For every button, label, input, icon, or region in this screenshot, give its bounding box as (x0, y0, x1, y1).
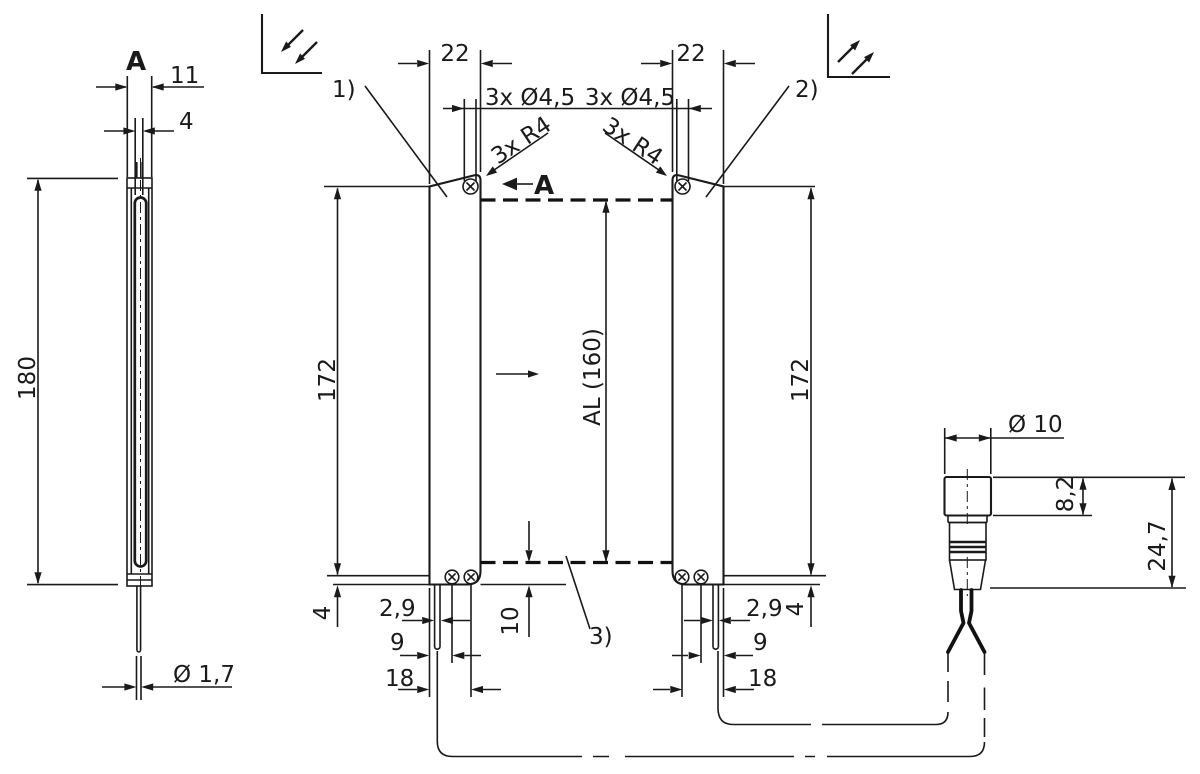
dim-cable-diameter-label: Ø 1,7 (173, 662, 235, 688)
dim-hole-near-label: 9 (753, 630, 768, 656)
dim-hole-far-label: 18 (748, 666, 777, 692)
section-arrow-a-label: A (534, 171, 554, 201)
dim-aperture: AL (160) (580, 200, 610, 563)
screw-hole (462, 178, 479, 195)
side-view: 11 4 A 180 Ø 1,7 (15, 47, 235, 700)
dim-height-left: 172 4 (310, 185, 430, 627)
beam-direction-icon (260, 14, 322, 75)
callout-3-leader (565, 555, 591, 630)
callout-2-label: 2) (795, 77, 819, 103)
side-view-housing (126, 158, 153, 653)
dim-top-width-label: 22 (440, 41, 469, 67)
dim-hole-far-label: 18 (385, 666, 414, 692)
dim-connector-cap-label: 8,2 (1053, 476, 1079, 513)
screw-hole (463, 569, 479, 585)
right-column (671, 174, 725, 651)
cable-left (436, 651, 986, 758)
callout-1-leader (364, 85, 448, 198)
dims-bottom-left: 2,9 9 18 (379, 585, 501, 697)
dim-height-180: 180 (15, 177, 118, 586)
wire-split-y (946, 588, 987, 654)
connector-body (943, 469, 993, 596)
dims-bottom-right: 2,9 9 18 (653, 585, 783, 697)
dim-height-label: 172 (788, 358, 814, 402)
dim-mounting-holes-label: 3x Ø4,5 (485, 85, 575, 111)
screw-hole (444, 569, 460, 585)
dim-slot-width-label: 4 (179, 109, 194, 135)
view-a-label: A (126, 47, 146, 77)
cable-exit (433, 584, 441, 651)
dim-cable-offset-label: 2,9 (379, 596, 416, 622)
dim-corner-radius-label: 3x R4 (487, 112, 557, 170)
dim-field-bottom-gap-label: 10 (498, 606, 524, 635)
field-direction-arrow (496, 370, 539, 378)
callout-2-leader (705, 85, 790, 198)
dim-cable-offset-label: 2,9 (746, 596, 783, 622)
dim-top-width-left: 22 (398, 41, 512, 184)
dim-top-width-label: 22 (676, 41, 705, 67)
dim-mounting-holes-label: 3x Ø4,5 (585, 85, 675, 111)
dim-connector-cap: 8,2 (993, 476, 1185, 517)
dim-connector-length-label: 24,7 (1145, 520, 1171, 571)
dim-hole-near-label: 9 (390, 630, 405, 656)
dim-connector-length: 24,7 (990, 478, 1186, 589)
side-view-cable (136, 586, 142, 653)
dim-corner-radius-left: 3x R4 (486, 112, 556, 176)
dim-height-label: 172 (315, 358, 341, 402)
connector-detail: Ø 10 8,2 24,7 (943, 412, 1186, 654)
knurl-rings (949, 540, 986, 554)
dim-corner-radius-right: 3x R4 (598, 113, 668, 176)
dim-corner-radius-label: 3x R4 (598, 113, 668, 171)
dim-field-bottom-gap: 10 (480, 521, 566, 637)
dim-top-width-right: 22 (641, 41, 755, 184)
dim-aperture-label: AL (160) (580, 328, 606, 426)
dim-mounting-holes: 3x Ø4,5 3x Ø4,5 (443, 85, 712, 181)
dim-connector-diameter: Ø 10 (943, 412, 1064, 474)
dim-slot-width: 4 (104, 109, 194, 195)
cable-exit (712, 584, 720, 651)
dim-bottom-cap-label: 4 (310, 606, 336, 621)
callout-3-label: 3) (589, 624, 613, 650)
dim-height-180-label: 180 (15, 356, 41, 400)
dim-height-right: 172 4 (723, 185, 826, 627)
section-arrow-a: A (502, 171, 554, 201)
screw-hole (674, 178, 691, 195)
beam-direction-icon (826, 14, 890, 79)
cable-right (717, 651, 949, 726)
dim-housing-width-label: 11 (170, 63, 199, 89)
callout-1-label: 1) (332, 77, 356, 103)
left-column (428, 174, 482, 651)
dim-cable-diameter: Ø 1,7 (102, 656, 235, 700)
dim-bottom-cap-label: 4 (783, 602, 809, 617)
dim-connector-diameter-label: Ø 10 (1008, 412, 1063, 438)
screw-hole (674, 569, 690, 585)
dim-housing-width: 11 (96, 63, 204, 177)
screw-hole (693, 569, 709, 585)
front-view: A 1) 2) 3) 22 22 (310, 41, 986, 758)
